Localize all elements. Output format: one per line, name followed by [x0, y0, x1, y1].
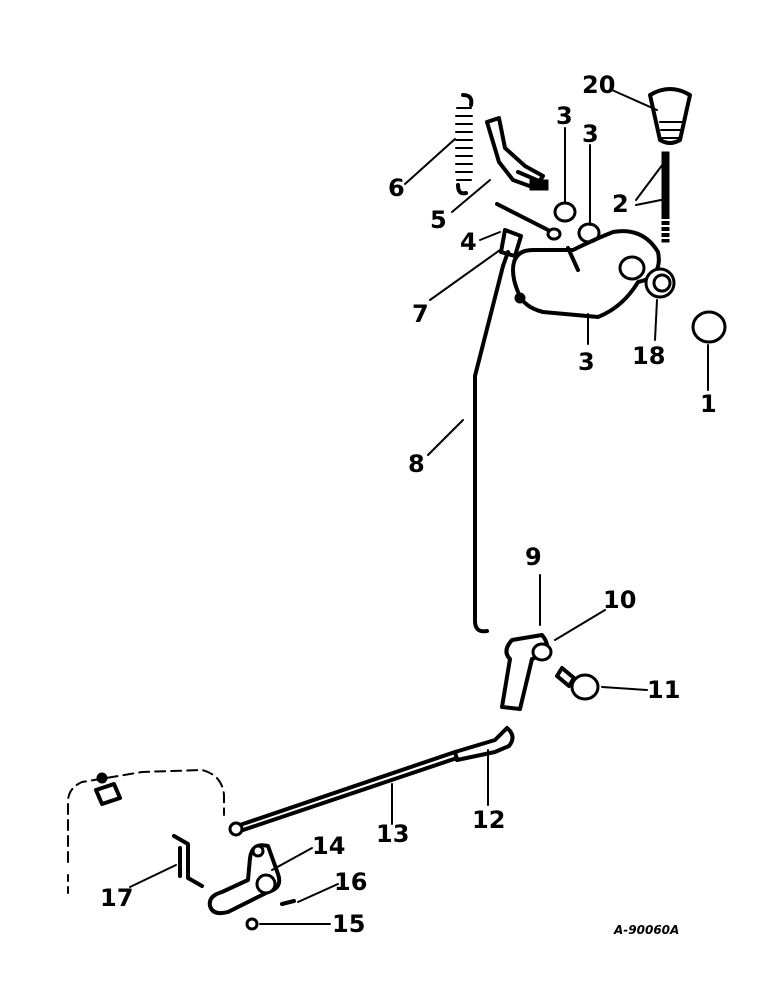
callout-18: 17: [100, 884, 133, 912]
long-rod-part: [473, 264, 505, 634]
callout-19: 18: [632, 342, 665, 370]
cap-part: [691, 310, 727, 344]
housing-part: [511, 229, 661, 319]
clevis-part: [499, 228, 523, 268]
clip-part: [172, 834, 204, 888]
arm-part: [207, 843, 282, 916]
transmission-housing-outline: [67, 768, 225, 896]
sleeve-part: [644, 267, 676, 299]
bellcrank-part: [500, 633, 553, 711]
spring-part: [455, 93, 474, 196]
callout-5: 4: [460, 228, 477, 256]
bolt-part: [555, 666, 600, 701]
callout-1: 1: [700, 390, 717, 418]
pin-part: [495, 202, 562, 241]
knob-part: [648, 87, 692, 145]
callout-7: 6: [388, 174, 405, 202]
callout-17: 16: [334, 868, 367, 896]
bracket-part: [485, 116, 549, 191]
callout-10: 9: [525, 543, 542, 571]
callout-15: 14: [312, 832, 345, 860]
lever-rod-part: [659, 151, 672, 243]
bushing-parts: [553, 201, 601, 244]
callout-20: 20: [582, 71, 615, 99]
callout-3a: 3: [556, 102, 573, 130]
callout-12: 11: [647, 676, 680, 704]
callout-3b: 3: [582, 120, 599, 148]
callout-11: 10: [603, 586, 636, 614]
callout-4: 3: [578, 348, 595, 376]
rod-end-part: [453, 726, 515, 762]
washer-and-pin-parts: [245, 899, 296, 931]
callout-labels: 20 3 3 6 2 5 4 7 3 18 1 8 9 10 11 12 13 …: [100, 71, 717, 938]
callout-9: 8: [408, 450, 425, 478]
callout-6: 5: [430, 206, 447, 234]
callout-16: 15: [332, 910, 365, 938]
callout-13: 12: [472, 806, 505, 834]
leader-lines: [129, 89, 709, 925]
callout-14: 13: [376, 820, 409, 848]
callout-2: 2: [612, 190, 629, 218]
linkage-rod-part: [228, 750, 459, 837]
callout-8: 7: [412, 300, 429, 328]
figure-reference: A-90060A: [613, 923, 679, 937]
